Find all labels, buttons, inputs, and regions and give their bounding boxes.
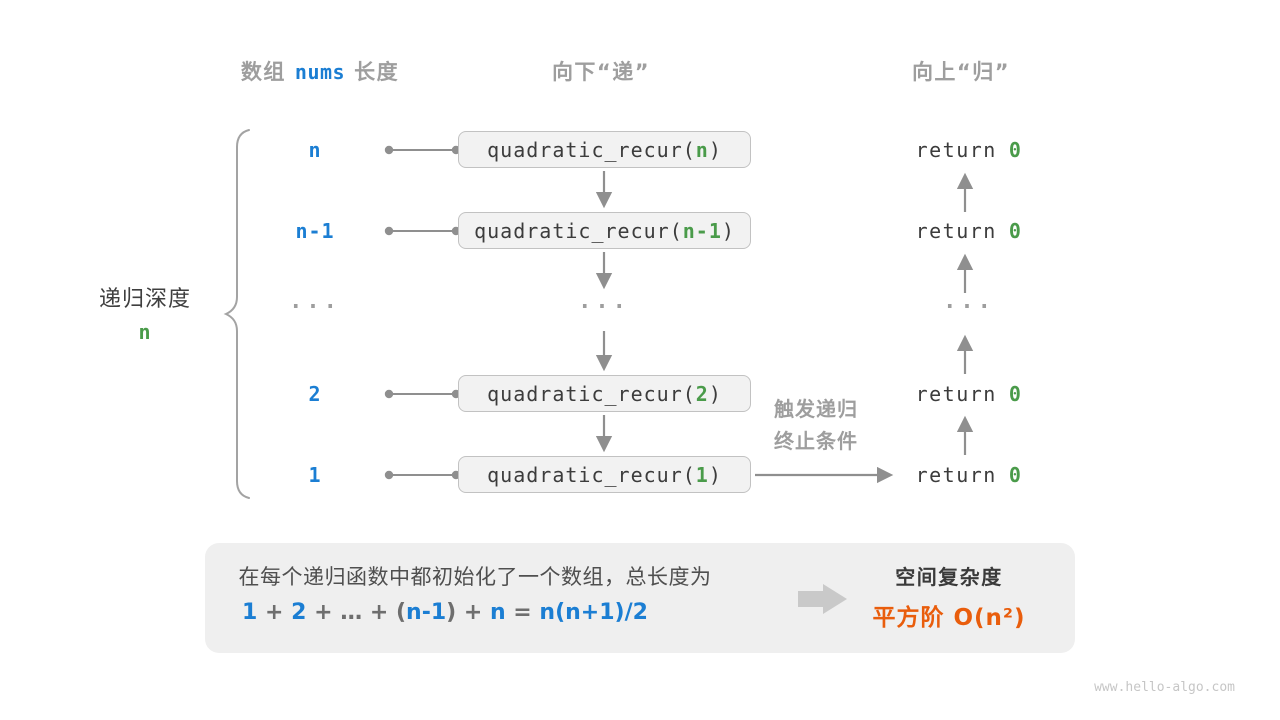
depth-value-2: 2 <box>308 382 322 406</box>
call-arg: 2 <box>695 381 709 406</box>
call-arg: n-1 <box>682 218 722 243</box>
call-close: ) <box>708 462 722 487</box>
return-keyword: return <box>915 219 997 243</box>
depth-value-n-1: n-1 <box>295 219 335 243</box>
formula-segment: n <box>489 600 506 625</box>
header-descend: 向下“递” <box>551 60 651 84</box>
call-box-2: quadratic_recur(2) <box>458 375 751 412</box>
header-array-pre: 数组 <box>240 60 286 84</box>
return-value: 0 <box>1008 463 1023 487</box>
call-ellipsis: ... <box>578 289 630 314</box>
formula-segment: ) <box>446 600 457 625</box>
header-array-post: 长度 <box>354 60 400 84</box>
depth-value-1: 1 <box>308 463 322 487</box>
call-text: quadratic_recur( <box>487 137 696 162</box>
formula-segment: + <box>306 600 341 625</box>
header-array-length: 数组 nums 长度 <box>180 58 460 86</box>
return-value: 0 <box>1008 138 1023 162</box>
return-statement: return 0 <box>889 380 1049 408</box>
base-case-label-line2: 终止条件 <box>774 429 858 453</box>
implies-arrow <box>798 584 847 614</box>
call-close: ) <box>708 137 722 162</box>
formula-segment: + <box>257 600 292 625</box>
return-statement: return 0 <box>889 217 1049 245</box>
depth-value-n: n <box>308 138 322 162</box>
depth-brace <box>223 129 250 499</box>
return-ellipsis: ... <box>943 289 995 314</box>
header-ascend: 向上“归” <box>911 60 1011 84</box>
call-close: ) <box>708 381 722 406</box>
base-case-label: 触发递归 终止条件 <box>746 393 886 457</box>
watermark: www.hello-algo.com <box>1094 680 1235 695</box>
depth-connectors <box>384 145 461 480</box>
summary-description: 在每个递归函数中都初始化了一个数组，总长度为 <box>238 565 712 589</box>
call-text: quadratic_recur( <box>474 218 683 243</box>
recursion-depth-title: 递归深度 <box>98 287 191 312</box>
return-keyword: return <box>915 382 997 406</box>
summary-formula: 1 + 2 + … + (n-1) + n = n(n+1)/2 <box>215 600 675 625</box>
formula-segment: + <box>362 600 396 625</box>
formula-segment: + <box>456 600 490 625</box>
call-close: ) <box>721 218 735 243</box>
formula-segment: 2 <box>291 600 307 625</box>
recursion-depth-value: n <box>138 320 152 344</box>
base-case-label-line1: 触发递归 <box>774 397 858 421</box>
depth-ellipsis: ... <box>289 289 341 314</box>
call-arg: 1 <box>695 462 709 487</box>
recursion-depth-label: 递归深度 n <box>55 281 235 344</box>
return-statement: return 0 <box>889 461 1049 489</box>
formula-segment: 1 <box>242 600 258 625</box>
formula-segment: … <box>340 600 363 625</box>
call-box-1: quadratic_recur(1) <box>458 456 751 493</box>
call-box-n: quadratic_recur(n) <box>458 131 751 168</box>
return-keyword: return <box>915 463 997 487</box>
return-value: 0 <box>1008 382 1023 406</box>
summary-panel <box>205 543 1075 653</box>
return-value: 0 <box>1008 219 1023 243</box>
call-box-n-1: quadratic_recur(n-1) <box>458 212 751 249</box>
header-array-code: nums <box>294 60 346 84</box>
return-keyword: return <box>915 138 997 162</box>
call-text: quadratic_recur( <box>487 462 696 487</box>
return-statement: return 0 <box>889 136 1049 164</box>
formula-segment: n(n+1)/2 <box>539 600 648 625</box>
formula-segment: ( <box>395 600 407 625</box>
space-complexity-value: 平方阶 O(n²) <box>872 605 1026 631</box>
call-text: quadratic_recur( <box>487 381 696 406</box>
formula-segment: = <box>505 600 540 625</box>
formula-segment: n-1 <box>406 600 447 625</box>
call-arg: n <box>695 137 709 162</box>
space-complexity-title: 空间复杂度 <box>895 565 1003 589</box>
